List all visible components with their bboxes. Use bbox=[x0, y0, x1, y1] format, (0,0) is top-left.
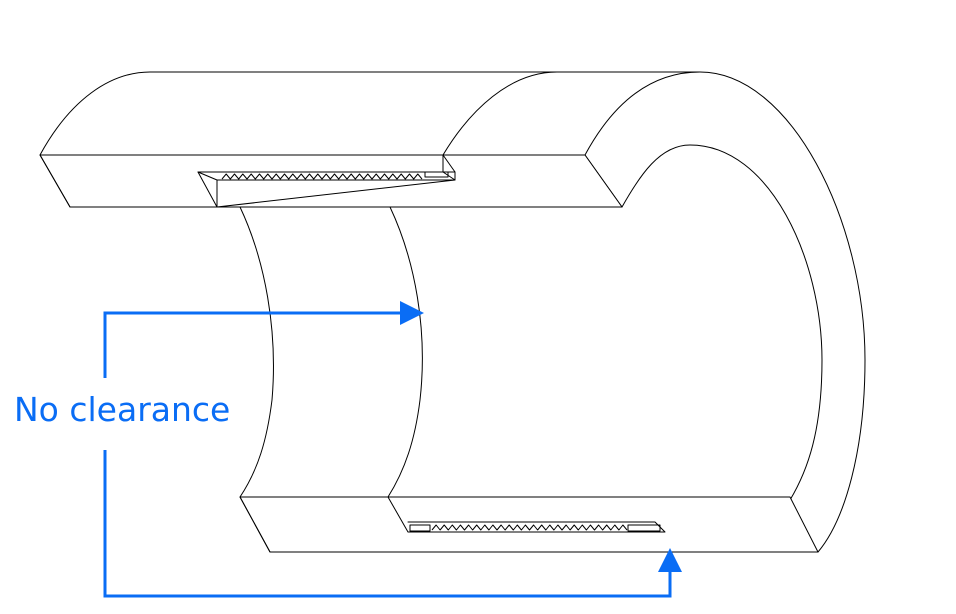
lower-groove-slot bbox=[409, 524, 431, 532]
bore-right-arc bbox=[387, 206, 423, 498]
end-face bbox=[584, 71, 823, 501]
callout-top-leader bbox=[103, 311, 403, 378]
callout-top-arrowhead bbox=[400, 301, 424, 325]
clearance-callout bbox=[103, 301, 682, 598]
lower-section bbox=[239, 496, 819, 553]
outer-right-curve bbox=[699, 71, 866, 553]
upper-groove-outline bbox=[197, 171, 456, 208]
upper-groove-slot bbox=[424, 171, 449, 178]
upper-slab-edge bbox=[39, 154, 71, 208]
lower-groove-slot-right bbox=[627, 524, 661, 532]
outer-shell bbox=[39, 71, 866, 553]
no-clearance-label: No clearance bbox=[14, 390, 231, 429]
callout-bottom-arrowhead bbox=[658, 548, 682, 572]
inner-bore-curve bbox=[621, 144, 823, 501]
upper-section bbox=[39, 154, 623, 208]
upper-groove-left bbox=[197, 171, 218, 181]
bore-left-arc bbox=[239, 206, 274, 498]
lower-slab-top-face bbox=[239, 496, 819, 553]
upper-mid-arc bbox=[442, 71, 558, 156]
bore-arcs bbox=[239, 206, 423, 498]
lower-thread bbox=[431, 524, 628, 531]
outer-top-arc bbox=[39, 71, 701, 156]
lower-slab-left-edge bbox=[239, 496, 271, 553]
end-face-ring-upper bbox=[584, 71, 701, 156]
callout-bottom-leader bbox=[103, 450, 672, 598]
upper-thread bbox=[221, 173, 423, 180]
lower-groove-outline bbox=[387, 496, 666, 533]
